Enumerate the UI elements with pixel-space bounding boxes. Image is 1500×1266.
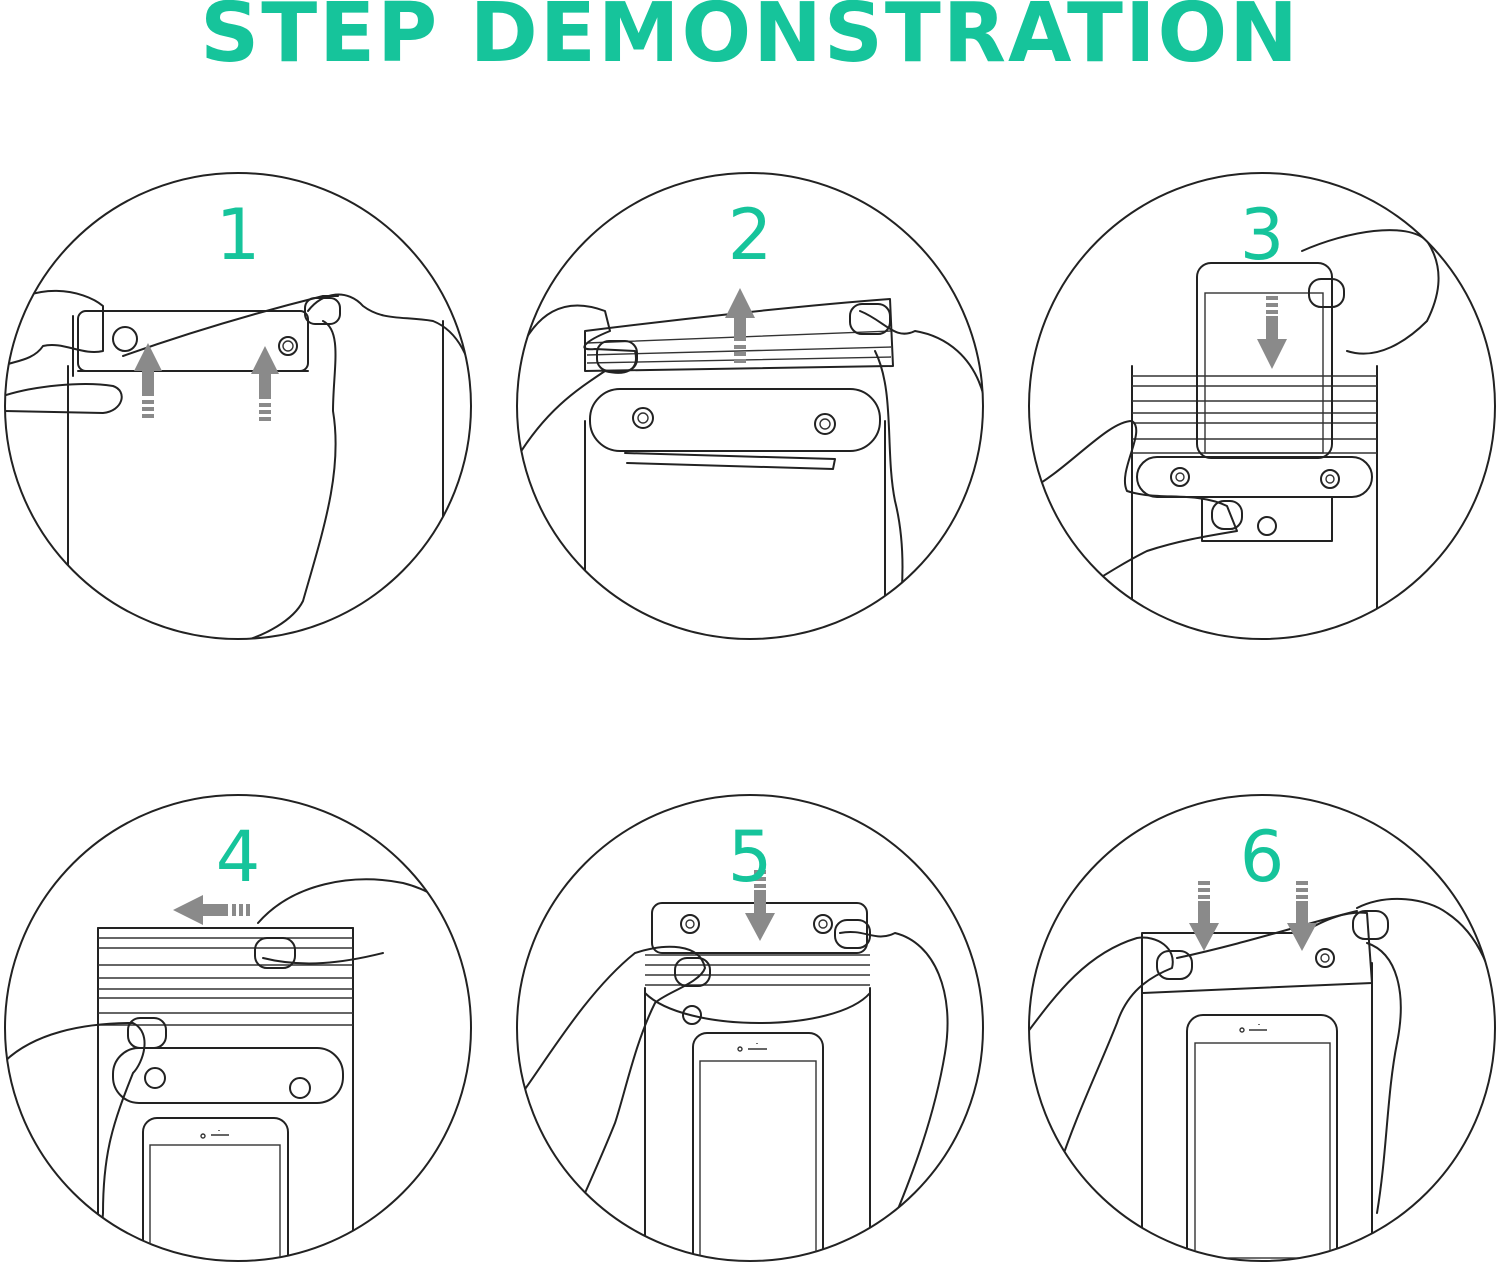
step-2-circle [516,172,984,640]
step-number: 6 [1239,816,1285,898]
step-4-panel: 4 [3,793,473,1263]
step-number: 4 [215,816,261,898]
step-5-illustration [516,794,984,1262]
step-number: 3 [1239,194,1285,276]
step-6-panel: 6 [1027,793,1497,1263]
page-title: STEP DEMONSTRATION [200,0,1300,81]
step-6-illustration [1028,794,1496,1262]
step-2-panel: 2 [515,171,985,641]
step-4-illustration [4,794,472,1262]
step-4-circle [4,794,472,1262]
step-1-panel: 1 [3,171,473,641]
step-5-panel: 5 [515,793,985,1263]
step-1-circle [4,172,472,640]
step-number: 1 [215,194,261,276]
step-3-illustration [1028,172,1496,640]
step-number: 5 [727,816,773,898]
step-1-illustration [4,172,472,640]
step-6-circle [1028,794,1496,1262]
step-3-circle [1028,172,1496,640]
step-3-panel: 3 [1027,171,1497,641]
step-2-illustration [516,172,984,640]
step-number: 2 [727,194,773,276]
